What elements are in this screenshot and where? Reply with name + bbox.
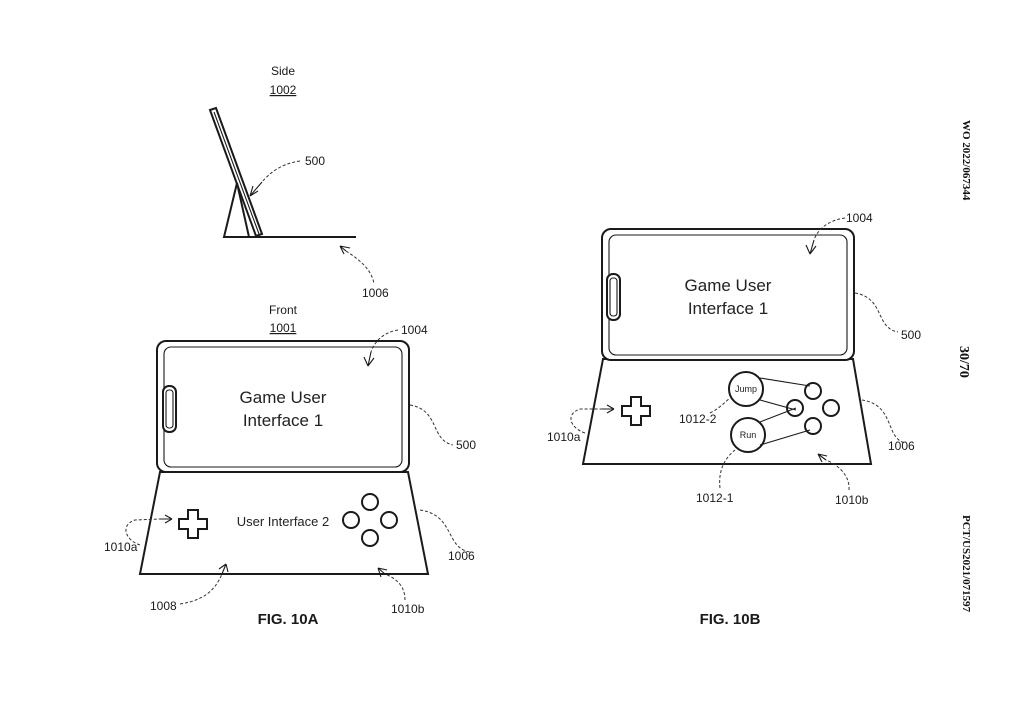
fig10b-run-button <box>730 417 766 453</box>
front-ui2-label: User Interface 2 <box>237 514 330 529</box>
front-tablet <box>156 340 410 473</box>
front-ref-1010a: 1010a <box>104 540 138 554</box>
fig10b-button-right <box>822 399 840 417</box>
fig10b-button-top <box>804 382 822 400</box>
front-dpad-icon <box>178 509 208 539</box>
fig10b-mapping-lines <box>759 377 811 446</box>
fig10b-jump-button <box>728 371 764 407</box>
front-ref-1008: 1008 <box>150 599 177 613</box>
side-ref-1006: 1006 <box>362 286 389 300</box>
fig10b-dpad-icon <box>621 396 651 426</box>
fig10b-ref-1004: 1004 <box>846 211 873 225</box>
front-button-right <box>380 511 398 529</box>
front-button-bottom <box>361 529 379 547</box>
fig10b-ref-1010a: 1010a <box>547 430 581 444</box>
sheet-number: 30/70 <box>956 346 971 378</box>
side-arrow-500 <box>249 181 263 197</box>
publication-number: WO 2022/067344 <box>960 120 972 201</box>
fig10b-ref-1006: 1006 <box>888 439 915 453</box>
fig10b-screen-line2: Interface 1 <box>688 299 768 318</box>
margin-annotations: WO 2022/067344 30/70 PCT/US2021/071597 <box>956 120 972 613</box>
side-view-ref: 1002 <box>270 83 297 97</box>
fig-10a-caption: FIG. 10A <box>258 611 319 628</box>
front-ref-1004: 1004 <box>401 323 428 337</box>
front-ref-1006: 1006 <box>448 549 475 563</box>
front-ref-1010b: 1010b <box>391 602 425 616</box>
front-button-left <box>342 511 360 529</box>
front-ref-500: 500 <box>456 438 476 452</box>
fig10b-jump-label: Jump <box>735 384 757 394</box>
front-view-drawing: Front 1001 Game User Interface 1 User In… <box>104 303 476 628</box>
application-number: PCT/US2021/071597 <box>960 515 972 613</box>
front-screen-line2: Interface 1 <box>243 411 323 430</box>
side-ref-500: 500 <box>305 154 325 168</box>
fig10b-ref-500: 500 <box>901 328 921 342</box>
fig10b-screen-line1: Game User <box>685 276 772 295</box>
fig10b-ref-1012-2: 1012-2 <box>679 412 717 426</box>
fig10b-notch <box>606 273 621 321</box>
fig10b-ref-1012-1: 1012-1 <box>696 491 734 505</box>
side-view-title: Side <box>271 64 295 78</box>
fig10b-ref-1010b: 1010b <box>835 493 869 507</box>
fig10b-button-left <box>786 399 804 417</box>
front-button-top <box>361 493 379 511</box>
fig-10b-drawing: Game User Interface 1 Jump Run 1004 500 … <box>547 211 921 628</box>
fig-10b-caption: FIG. 10B <box>700 611 761 628</box>
front-screen-line1: Game User <box>240 388 327 407</box>
front-notch <box>162 385 177 433</box>
side-stand <box>222 182 251 238</box>
front-view-title: Front <box>269 303 298 317</box>
front-view-ref: 1001 <box>270 321 297 335</box>
fig10b-tablet <box>601 228 855 361</box>
fig10b-controller-base <box>581 358 873 465</box>
side-view-drawing: Side 1002 500 1006 <box>208 64 389 300</box>
fig10b-run-label: Run <box>740 430 757 440</box>
fig10b-button-bottom <box>804 417 822 435</box>
